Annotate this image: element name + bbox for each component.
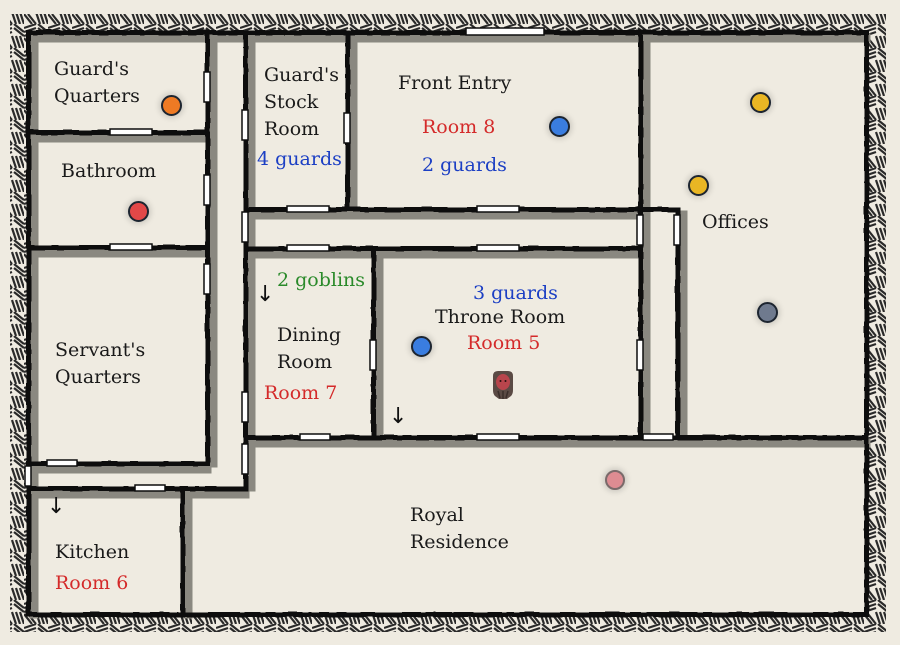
throne-monster-icon[interactable] bbox=[490, 370, 516, 400]
room-label-dining-room: Dining Room bbox=[277, 324, 342, 373]
door[interactable] bbox=[476, 205, 520, 213]
door[interactable] bbox=[241, 109, 249, 141]
door[interactable] bbox=[369, 339, 377, 371]
room-label-offices: Offices bbox=[702, 211, 769, 233]
arrow-down-icon: ↓ bbox=[389, 404, 408, 429]
door[interactable] bbox=[673, 214, 681, 246]
door[interactable] bbox=[476, 433, 520, 441]
occupants-throne-room: 3 guards bbox=[473, 282, 558, 304]
walls bbox=[25, 29, 869, 617]
door[interactable] bbox=[241, 391, 249, 423]
door[interactable] bbox=[465, 27, 545, 36]
room-number-front-entry: Room 8 bbox=[422, 116, 496, 138]
arrow-down-icon: ↓ bbox=[47, 494, 66, 519]
door[interactable] bbox=[286, 244, 330, 252]
token-yellow-1[interactable] bbox=[750, 92, 771, 113]
door[interactable] bbox=[46, 459, 78, 467]
room-number-throne-room: Room 5 bbox=[467, 332, 541, 354]
room-label-bathroom: Bathroom bbox=[61, 160, 157, 182]
door[interactable] bbox=[109, 243, 153, 251]
doors bbox=[24, 27, 681, 492]
occupants-dining-room: 2 goblins bbox=[277, 269, 366, 291]
door[interactable] bbox=[241, 211, 249, 243]
room-label-front-entry: Front Entry bbox=[398, 72, 512, 94]
door[interactable] bbox=[109, 128, 153, 136]
door[interactable] bbox=[241, 443, 249, 475]
door[interactable] bbox=[636, 339, 644, 371]
token-blue-throne[interactable] bbox=[411, 336, 432, 357]
token-pink[interactable] bbox=[605, 470, 625, 490]
door[interactable] bbox=[476, 244, 520, 252]
door[interactable] bbox=[642, 433, 674, 441]
door[interactable] bbox=[636, 214, 644, 246]
occupants-front-entry: 2 guards bbox=[422, 154, 507, 176]
door[interactable] bbox=[343, 112, 351, 144]
room-number-kitchen: Room 6 bbox=[55, 572, 129, 594]
token-yellow-2[interactable] bbox=[688, 175, 709, 196]
occupants-guards-stock-room: 4 guards bbox=[257, 148, 342, 170]
door[interactable] bbox=[24, 465, 32, 487]
room-label-royal-residence: Royal Residence bbox=[410, 504, 509, 553]
token-red[interactable] bbox=[128, 201, 149, 222]
room-label-guards-stock-room: Guard's Stock Room bbox=[264, 64, 339, 140]
room-label-kitchen: Kitchen bbox=[55, 541, 130, 563]
room-label-servants-quarters: Servant's Quarters bbox=[55, 339, 146, 388]
room-label-throne-room: Throne Room bbox=[435, 306, 566, 328]
token-orange[interactable] bbox=[161, 95, 182, 116]
room-label-guards-quarters: Guard's Quarters bbox=[54, 58, 140, 107]
room-number-dining-room: Room 7 bbox=[264, 382, 338, 404]
wall-shadows bbox=[29, 33, 871, 619]
door[interactable] bbox=[299, 433, 331, 441]
door[interactable] bbox=[203, 263, 211, 295]
token-slate[interactable] bbox=[757, 302, 778, 323]
token-blue-front[interactable] bbox=[549, 116, 570, 137]
arrow-down-icon: ↓ bbox=[256, 282, 275, 307]
outer-rock-border bbox=[10, 14, 886, 632]
door[interactable] bbox=[134, 484, 166, 492]
door[interactable] bbox=[286, 205, 330, 213]
door[interactable] bbox=[203, 174, 211, 206]
door[interactable] bbox=[203, 71, 211, 103]
